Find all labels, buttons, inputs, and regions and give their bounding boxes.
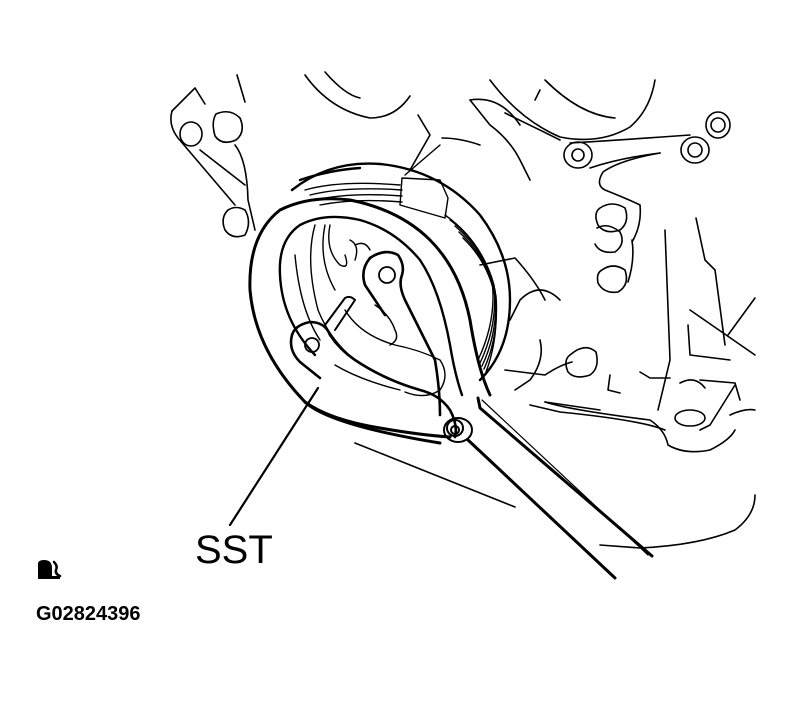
sst-pin	[324, 295, 356, 331]
sst-callout-label: SST	[195, 528, 273, 572]
engine-block-outline	[170, 71, 756, 549]
figure-id: G02824396	[36, 603, 141, 625]
sst-holder-ring	[248, 197, 492, 445]
pivot-bolt	[443, 417, 473, 443]
sst-arm	[289, 250, 458, 439]
service-tool-icon	[38, 560, 62, 579]
sst-leader-line	[228, 386, 320, 527]
sst-handle	[466, 396, 654, 580]
